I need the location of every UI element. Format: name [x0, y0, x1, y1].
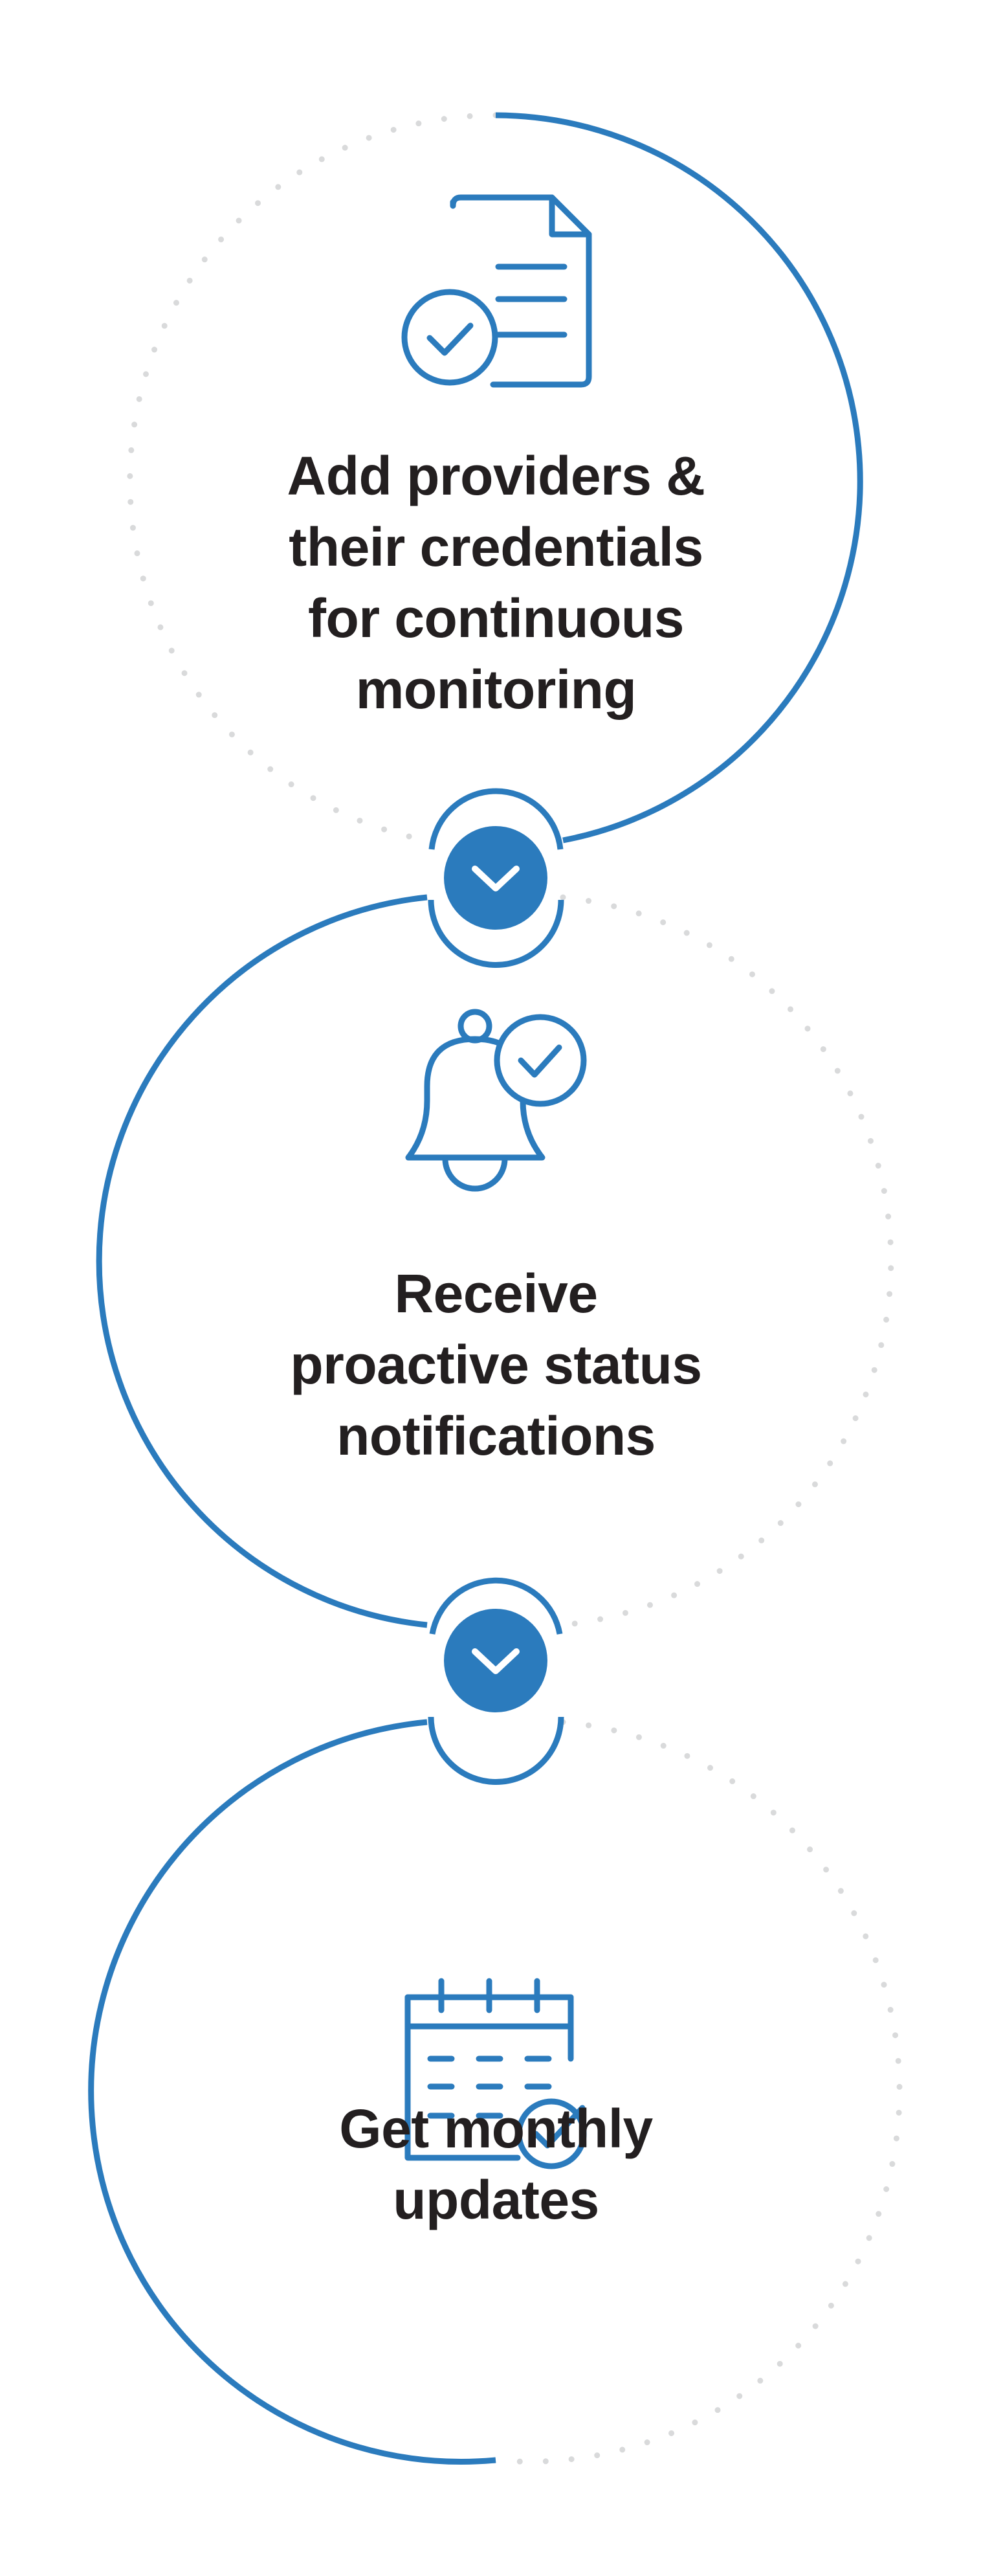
calendar-check-icon: [404, 1978, 587, 2169]
connector-ring-bottom: [428, 1716, 564, 1785]
step-1-line-3: for continuous: [308, 588, 684, 649]
step-2-line-3: notifications: [336, 1406, 656, 1466]
bell-check-icon: [405, 1009, 587, 1192]
connector-ring-bottom: [428, 899, 564, 968]
step-1-line-4: monitoring: [355, 659, 637, 720]
step-2-line-1: Receive: [394, 1263, 598, 1324]
flow-arc-2: [96, 894, 428, 1628]
connector-circle: [444, 826, 547, 930]
document-check-icon: [401, 194, 592, 388]
step-3-caption: Get monthly updates: [0, 2093, 992, 2235]
step-2-caption: Receive proactive status notifications: [0, 1258, 992, 1472]
step-1-caption: Add providers & their credentials for co…: [0, 440, 992, 725]
flow-curve: [88, 112, 863, 2465]
step-1-line-2: their credentials: [289, 517, 703, 577]
dotted-arc-1: [127, 112, 499, 844]
connector-ring-top: [428, 788, 564, 850]
step-3-line-1: Get monthly: [339, 2098, 653, 2159]
chevron-down-icon: [472, 866, 520, 891]
step-2-line-2: proactive status: [290, 1334, 702, 1395]
connector-circle: [444, 1609, 547, 1712]
flow-arc-1: [495, 112, 863, 844]
connector-1: [428, 788, 564, 968]
connector-2: [428, 1577, 564, 1785]
connector-ring-top: [429, 1577, 563, 1635]
flow-arc-3: [88, 1719, 496, 2465]
step-1-line-1: Add providers &: [287, 445, 705, 506]
dotted-arc-3: [492, 1719, 903, 2465]
chevron-down-icon: [472, 1648, 520, 1674]
dotted-guides: [127, 112, 903, 2465]
step-3-line-2: updates: [393, 2169, 599, 2230]
